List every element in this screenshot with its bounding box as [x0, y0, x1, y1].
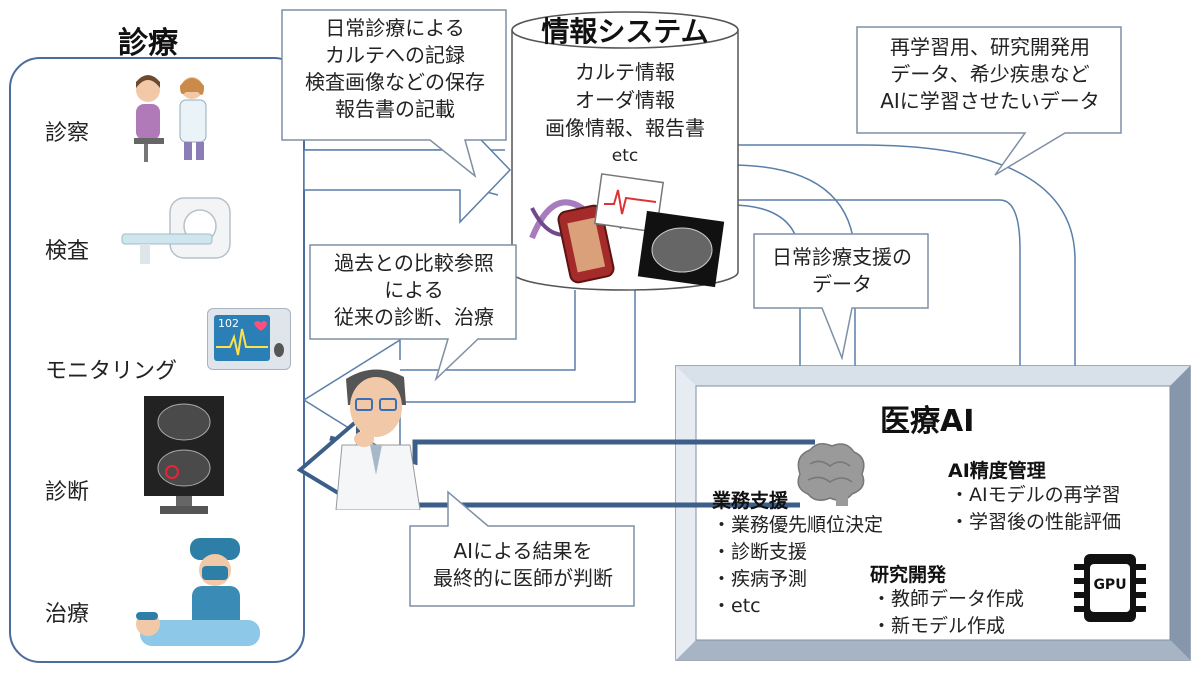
accuracy-heading: AI精度管理 — [948, 460, 1046, 482]
diagnosis-monitor-illustration — [144, 396, 224, 514]
daily-support-line-1: 日常診療支援の — [772, 245, 912, 269]
daily-support-line-2: データ — [812, 272, 872, 296]
info-system-title: 情報システム — [541, 15, 709, 48]
business-heading: 業務支援 — [712, 490, 789, 512]
research-item: ・新モデル作成 — [872, 615, 1006, 637]
records-line-3: 検査画像などの保存 — [305, 70, 485, 94]
doctor-illustration — [335, 369, 421, 510]
brain-icon — [797, 443, 865, 506]
info-line-1: カルテ情報 — [575, 60, 675, 84]
ai-result-line-2: 最終的に医師が判断 — [433, 566, 613, 590]
records-callout: 日常診療による カルテへの記録 検査画像などの保存 報告書の記載 — [282, 15, 508, 123]
info-line-3: 画像情報、報告書 — [545, 116, 705, 140]
relearn-line-3: AIに学習させたいデータ — [880, 89, 1100, 113]
records-line-4: 報告書の記載 — [335, 97, 455, 121]
business-item: ・業務優先順位決定 — [712, 514, 884, 536]
ecg-line-icon — [216, 321, 268, 356]
accuracy-item: ・AIモデルの再学習 — [950, 484, 1121, 506]
ct-scanner-illustration — [121, 197, 231, 264]
gpu-label: GPU — [1093, 577, 1127, 593]
accuracy-list: ・AIモデルの再学習 ・学習後の性能評価 — [950, 482, 1121, 536]
step-treatment: 治療 — [45, 602, 90, 627]
clinical-title: 診療 — [118, 26, 178, 61]
accuracy-item: ・学習後の性能評価 — [950, 511, 1122, 533]
gpu-chip-icon — [1074, 554, 1146, 622]
comparison-callout: 過去との比較参照 による 従来の診断、治療 — [310, 250, 518, 331]
research-heading: 研究開発 — [870, 564, 947, 586]
step-exam: 検査 — [45, 239, 90, 264]
comparison-line-3: 従来の診断、治療 — [334, 305, 494, 329]
step-consult: 診察 — [45, 121, 90, 146]
daily-support-callout-shape — [753, 233, 929, 361]
step-diagnosis: 診断 — [45, 480, 90, 505]
business-item: ・疾病予測 — [712, 568, 808, 590]
info-line-2: オーダ情報 — [575, 88, 675, 112]
info-system-contents: カルテ情報 オーダ情報 画像情報、報告書 etc — [512, 58, 738, 170]
step-monitoring: モニタリング — [45, 359, 178, 384]
records-line-2: カルテへの記録 — [325, 43, 465, 67]
relearn-line-1: 再学習用、研究開発用 — [890, 35, 1090, 59]
daily-support-callout: 日常診療支援の データ — [754, 244, 930, 298]
ai-result-callout: AIによる結果を 最終的に医師が判断 — [410, 538, 636, 592]
info-line-4: etc — [611, 146, 639, 166]
relearn-callout: 再学習用、研究開発用 データ、希少疾患など AIに学習させたいデータ — [857, 34, 1123, 115]
research-list: ・教師データ作成 ・新モデル作成 — [872, 586, 1024, 640]
medical-ai-title: 医療AI — [880, 404, 975, 439]
vital-value: 102 — [218, 317, 239, 330]
business-item: ・診断支援 — [712, 541, 808, 563]
business-list: ・業務優先順位決定 ・診断支援 ・疾病予測 ・etc — [712, 512, 883, 620]
business-item: ・etc — [712, 595, 761, 617]
records-callout-shape — [281, 9, 507, 179]
ai-result-line-1: AIによる結果を — [453, 539, 593, 563]
ai-result-callout-shape — [409, 490, 635, 607]
clinical-box — [9, 57, 305, 663]
relearn-line-2: データ、希少疾患など — [890, 62, 1090, 86]
comparison-callout-shape — [309, 244, 517, 382]
treatment-illustration — [136, 538, 260, 646]
info-system-icons — [529, 173, 725, 288]
consultation-illustration — [134, 75, 207, 162]
vital-monitor: 102 — [207, 308, 291, 370]
relearn-callout-shape — [856, 26, 1122, 176]
comparison-line-1: 過去との比較参照 — [334, 251, 494, 275]
records-line-1: 日常診療による — [325, 16, 465, 40]
comparison-line-2: による — [384, 278, 444, 302]
research-item: ・教師データ作成 — [872, 588, 1025, 610]
